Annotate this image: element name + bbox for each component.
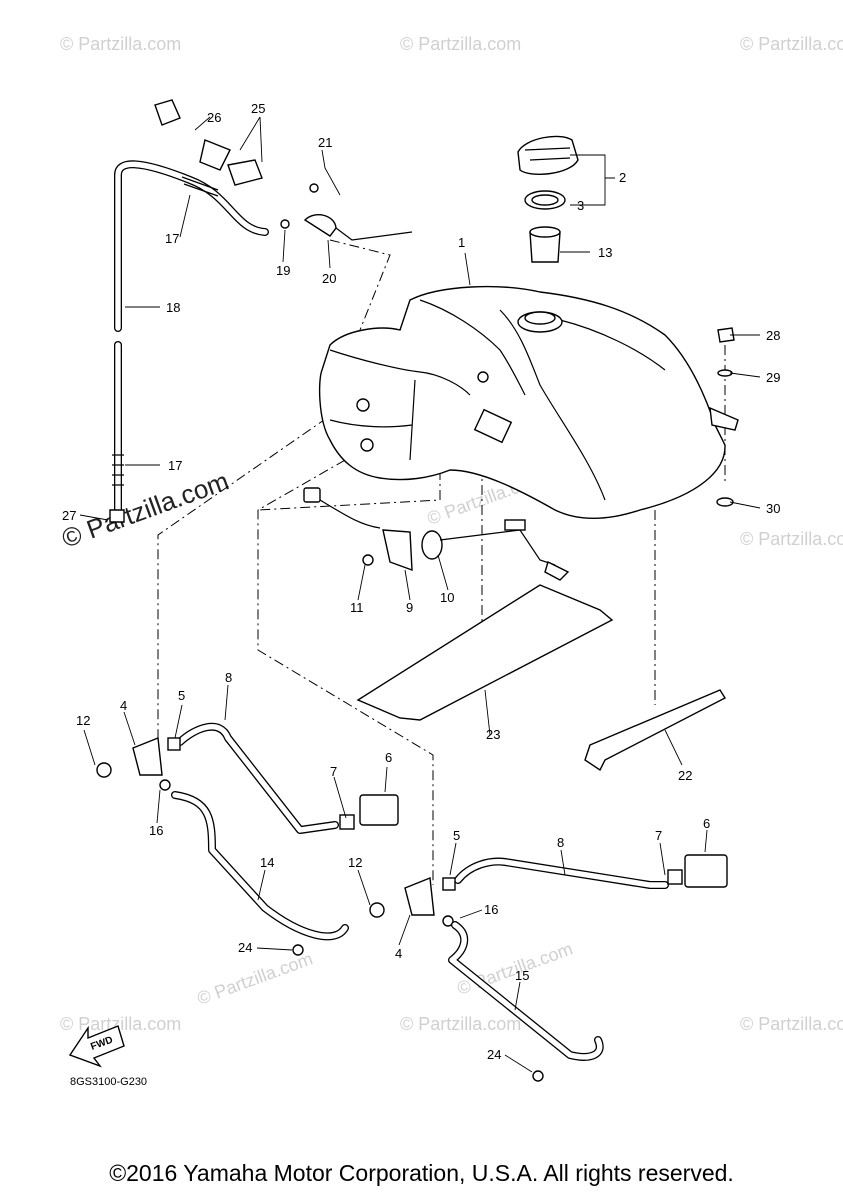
watermark-text-large: © Partzilla.com bbox=[58, 466, 233, 554]
callout-label: 7 bbox=[655, 828, 662, 843]
watermark-text: © Partzilla.com bbox=[195, 948, 316, 1008]
tank-mount-hardware bbox=[716, 327, 735, 507]
callout-label: 1 bbox=[458, 235, 465, 250]
watermark-text: © Partzilla.com bbox=[740, 34, 843, 54]
callout-label: 20 bbox=[322, 271, 336, 286]
callout-label: 29 bbox=[766, 370, 780, 385]
fuel-cap-assembly bbox=[517, 135, 579, 263]
copyright-footer: ©2016 Yamaha Motor Corporation, U.S.A. A… bbox=[109, 1160, 734, 1186]
callout-label: 19 bbox=[276, 263, 290, 278]
callout-label: 13 bbox=[598, 245, 612, 260]
fwd-arrow-icon: FWD bbox=[68, 1025, 125, 1068]
watermark-text: © Partzilla.com bbox=[60, 1014, 181, 1034]
callout-label: 17 bbox=[165, 231, 179, 246]
right-fuel-line bbox=[369, 854, 728, 1082]
callout-label: 16 bbox=[484, 902, 498, 917]
callout-label: 9 bbox=[406, 600, 413, 615]
callout-label: 5 bbox=[178, 688, 185, 703]
callout-label: 4 bbox=[120, 698, 127, 713]
callout-label: 16 bbox=[149, 823, 163, 838]
callout-label: 12 bbox=[76, 713, 90, 728]
callout-label: 4 bbox=[395, 946, 402, 961]
watermark-text: © Partzilla.com bbox=[60, 34, 181, 54]
diagram-code: 8GS3100-G230 bbox=[70, 1076, 148, 1088]
callout-label: 28 bbox=[766, 328, 780, 343]
watermark-text: © Partzilla.com bbox=[400, 34, 521, 54]
heat-shields bbox=[356, 584, 726, 772]
callout-label: 8 bbox=[225, 670, 232, 685]
callout-label: 25 bbox=[251, 101, 265, 116]
callout-label: 18 bbox=[166, 300, 180, 315]
leader-lines bbox=[79, 116, 761, 1073]
watermark-text: © Partzilla.com bbox=[740, 1014, 843, 1034]
callout-label: 23 bbox=[486, 727, 500, 742]
callout-label: 26 bbox=[207, 110, 221, 125]
callout-label: 11 bbox=[350, 600, 364, 615]
callout-label: 24 bbox=[238, 940, 252, 955]
callout-label: 8 bbox=[557, 835, 564, 850]
callout-label: 21 bbox=[318, 135, 332, 150]
callout-label: 7 bbox=[330, 764, 337, 779]
callout-label: 6 bbox=[385, 750, 392, 765]
callout-label: 27 bbox=[62, 508, 76, 523]
watermark-text: © Partzilla.com bbox=[400, 1014, 521, 1034]
callout-label: 30 bbox=[766, 501, 780, 516]
reference-lines bbox=[157, 239, 726, 885]
callout-label: 22 bbox=[678, 768, 692, 783]
breather-hoses bbox=[109, 99, 413, 523]
watermark-text: © Partzilla.com bbox=[740, 529, 843, 549]
callout-label: 14 bbox=[260, 855, 274, 870]
fuel-sender bbox=[303, 487, 570, 581]
callout-label: 10 bbox=[440, 590, 454, 605]
callout-label: 15 bbox=[515, 968, 529, 983]
callout-label: 12 bbox=[348, 855, 362, 870]
left-fuel-line bbox=[96, 722, 399, 956]
callouts: 1 2 3 4 4 5 5 6 6 7 7 8 8 9 10 11 12 12 … bbox=[62, 101, 780, 1062]
callout-label: 5 bbox=[453, 828, 460, 843]
fuel-tank bbox=[318, 285, 739, 519]
callout-label: 3 bbox=[577, 198, 584, 213]
callout-label: 6 bbox=[703, 816, 710, 831]
callout-label: 24 bbox=[487, 1047, 501, 1062]
callout-label: 17 bbox=[168, 458, 182, 473]
callout-label: 2 bbox=[619, 170, 626, 185]
